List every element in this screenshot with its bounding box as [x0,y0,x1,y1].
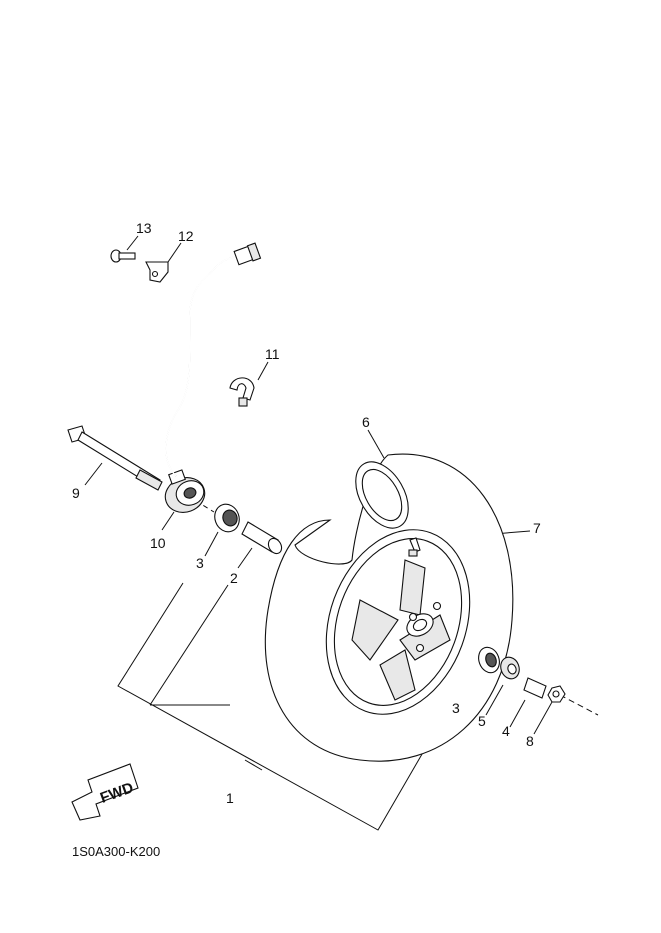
part-label-8: 8 [526,733,534,749]
part-labels: 1 2 3 3 4 5 6 7 8 9 10 11 12 13 [72,220,541,806]
part-label-10: 10 [150,535,166,551]
part-label-9: 9 [72,485,80,501]
part-label-6: 6 [362,414,370,430]
right-side-parts [478,646,566,703]
part-label-7: 7 [533,520,541,536]
front-wheel-assembly [264,453,514,762]
fwd-arrow: FWD [71,763,139,821]
bolt-and-bracket [110,249,169,283]
axle [67,425,163,491]
part-label-1: 1 [226,790,234,806]
speedometer-cable [165,242,262,477]
part-label-5: 5 [478,713,486,729]
speedometer-gear-unit [164,469,206,513]
part-label-2: 2 [230,570,238,586]
part-label-3-left: 3 [196,555,204,571]
left-bearing-and-spacer [214,503,283,555]
part-label-12: 12 [178,228,194,244]
part-label-13: 13 [136,220,152,236]
part-label-11: 11 [265,346,280,362]
part-label-4: 4 [502,723,510,739]
part-label-3-right: 3 [452,700,460,716]
cable-clamp [229,377,255,407]
reference-code: 1S0A300-K200 [72,844,160,859]
